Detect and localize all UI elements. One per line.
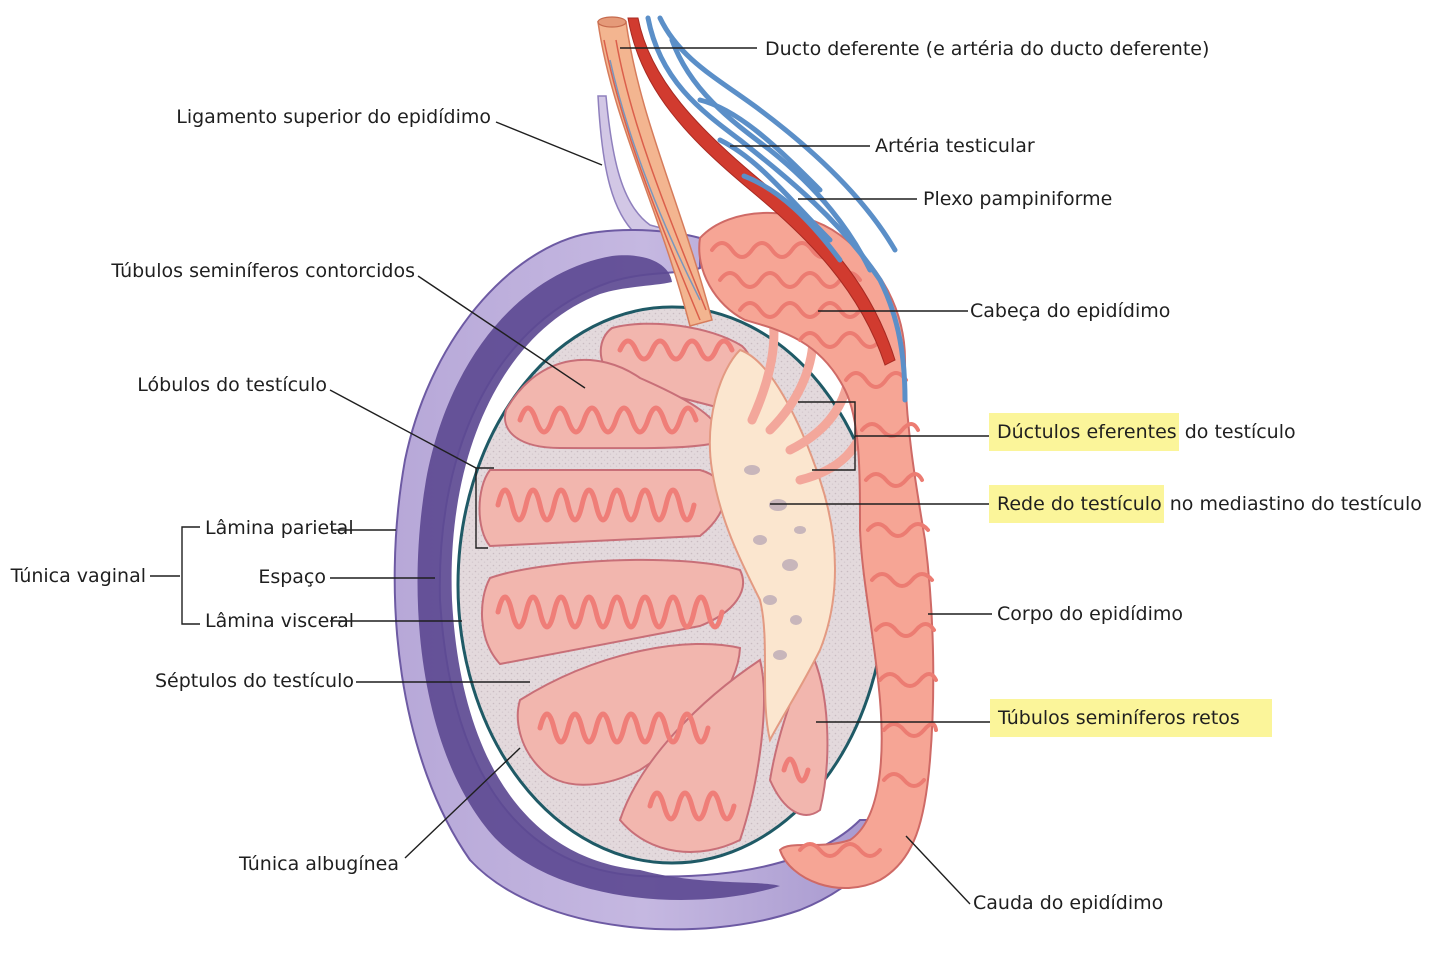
leader-lines: [150, 47, 995, 905]
label-plexo-pampiniforme: Plexo pampiniforme: [923, 188, 1113, 210]
convoluted-tubules: [495, 338, 811, 822]
highlight-tubulos-retos: Túbulos seminíferos retos: [990, 699, 1272, 737]
epididymis-coils: [710, 241, 938, 858]
label-ductulos-eferentes-rest: do testículo: [1178, 421, 1296, 443]
leader-cauda: [905, 835, 971, 905]
label-tubulos-contorcidos: Túbulos seminíferos contorcidos: [111, 260, 415, 282]
highlight-ductulos-eferentes: Dúctulos eferentes: [989, 413, 1179, 451]
label-lamina-parietal: Lâmina parietal: [205, 517, 354, 539]
leader-ductulos: [798, 401, 995, 471]
pampiniform-plexus: [645, 15, 908, 403]
rete-holes: [744, 465, 806, 660]
leader-albuginea: [404, 747, 521, 859]
label-espaco: Espaço: [258, 566, 326, 588]
tubule-loop: [495, 594, 725, 630]
label-arteria-testicular: Artéria testicular: [875, 135, 1035, 157]
label-rede-testiculo-rest: no mediastino do testículo: [1163, 493, 1422, 515]
leader-bracket-vaginal: [150, 526, 200, 625]
lobule-shape: [478, 469, 726, 548]
label-rede-testiculo: Rede do testículo no mediastino do testí…: [989, 485, 1422, 523]
label-tubulos-retos: Túbulos seminíferos retos: [990, 699, 1272, 737]
label-tunica-vaginal: Túnica vaginal: [10, 565, 146, 587]
tubule-loop: [647, 790, 737, 822]
label-cabeca-epididimo: Cabeça do epidídimo: [970, 300, 1171, 322]
tubule-loop: [517, 405, 699, 435]
tubule-loop: [781, 756, 811, 784]
label-ductulos-eferentes: Dúctulos eferentes do testículo: [989, 413, 1296, 451]
leader-tubulos-contorcidos: [417, 275, 586, 389]
leader-ligamento: [495, 121, 603, 166]
ductus-deferens-shape: [597, 21, 713, 327]
testicular-artery-shape: [627, 17, 896, 366]
label-septulos-testiculo: Séptulos do testículo: [154, 670, 354, 692]
label-ligamento-superior: Ligamento superior do epidídimo: [176, 106, 491, 128]
leader-lobulos: [329, 389, 494, 549]
label-tunica-albuginea: Túnica albugínea: [239, 853, 399, 875]
label-lobulos-testiculo: Lóbulos do testículo: [137, 374, 327, 396]
tubule-loop: [495, 487, 697, 523]
label-cauda-epididimo: Cauda do epidídimo: [973, 892, 1164, 914]
tubule-loop: [537, 711, 711, 745]
label-corpo-epididimo: Corpo do epidídimo: [997, 603, 1183, 625]
highlight-rede-testiculo: Rede do testículo: [989, 485, 1164, 523]
label-lamina-visceral: Lâmina visceral: [205, 610, 355, 632]
label-ducto-deferente: Ducto deferente (e artéria do ducto defe…: [765, 38, 1210, 60]
tubule-loop: [617, 338, 735, 362]
